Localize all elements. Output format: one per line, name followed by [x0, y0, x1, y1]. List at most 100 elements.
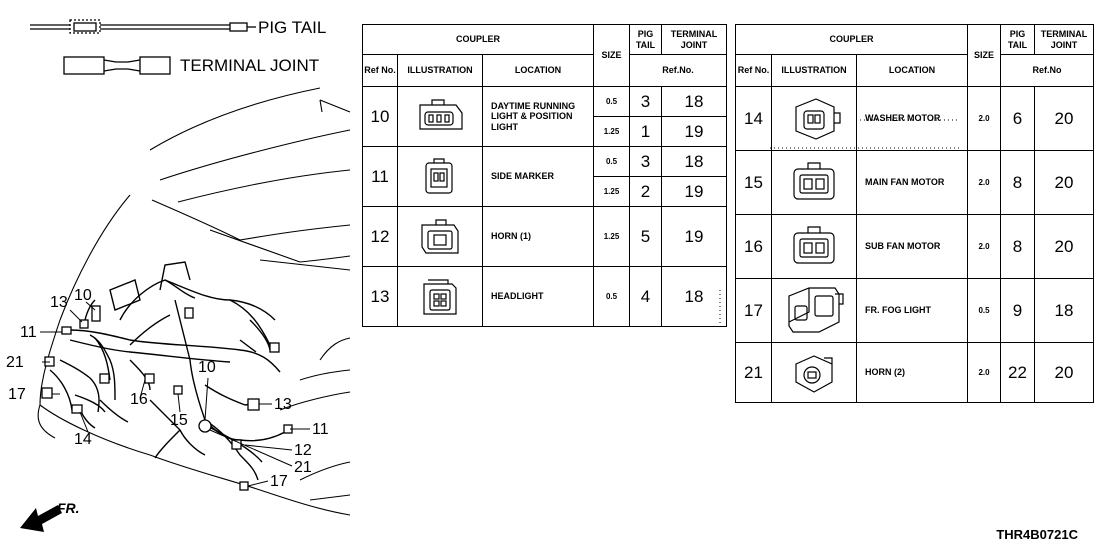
table-row: 21 HORN (2) 2.0 22 20 — [735, 342, 1095, 403]
terminal-joint-value: 19 — [661, 206, 728, 267]
connector-markers — [41, 305, 293, 491]
connector-fan-icon — [771, 150, 857, 215]
front-direction-arrow — [20, 505, 62, 532]
size-value: 2.0 — [967, 86, 1002, 151]
location-text: SUB FAN MOTOR — [855, 214, 969, 279]
callout-10: 10 — [74, 287, 92, 304]
terminal-joint-legend-label: TERMINAL JOINT — [180, 56, 320, 75]
connector-headlight-icon — [397, 266, 483, 327]
pigtail-value: 6 — [1000, 86, 1036, 151]
location-header: LOCATION — [481, 54, 595, 87]
size-value: 1.25 — [593, 176, 631, 207]
callout-21: 21 — [6, 354, 24, 371]
terminal-joint-value: 20 — [1034, 214, 1095, 279]
size-value: 0.5 — [593, 86, 631, 117]
size-header: SIZE — [593, 24, 631, 87]
connector-2pin-icon — [397, 146, 483, 207]
terminal-joint-value: 18 — [1034, 278, 1095, 343]
pigtail-value: 8 — [1000, 214, 1036, 279]
callout-14: 14 — [74, 431, 92, 448]
callout-10b: 10 — [198, 359, 216, 376]
location-text: MAIN FAN MOTOR — [855, 150, 969, 215]
table-row: 10 DAYTIME RUNNING LIGHT & POSITION LIGH… — [362, 86, 728, 147]
terminal-joint-value: 20 — [1034, 342, 1095, 403]
diagram-code: THR4B0721C — [996, 527, 1078, 542]
pigtail-value: 4 — [629, 266, 663, 327]
coupler-table-left: COUPLER SIZE PIG TAIL TERMINAL JOINT Ref… — [361, 24, 728, 327]
location-text: DAYTIME RUNNING LIGHT & POSITION LIGHT — [481, 86, 595, 147]
refno-header: Ref No. — [735, 54, 772, 87]
front-label: FR. — [57, 500, 80, 516]
location-text: WASHER MOTOR — [855, 86, 969, 151]
illustration-header: ILLUSTRATION — [771, 54, 857, 87]
callout-11b: 11 — [312, 421, 329, 438]
connector-round-icon — [397, 206, 483, 267]
ref-number: 17 — [735, 278, 772, 343]
size-value: 2.0 — [967, 214, 1002, 279]
pigtail-header: PIG TAIL — [1000, 24, 1036, 55]
connector-3pin-icon — [397, 86, 483, 147]
pigtail-header: PIG TAIL — [629, 24, 663, 55]
table-row: 17 FR. FOG LIGHT 0.5 9 18 — [735, 278, 1095, 343]
refno-subheader: Ref.No. — [629, 54, 728, 87]
terminal-joint-value: 19 — [661, 176, 728, 207]
size-value: 0.5 — [593, 266, 631, 327]
pigtail-value: 1 — [629, 116, 663, 147]
size-value: 0.5 — [967, 278, 1002, 343]
callout-21b: 21 — [294, 459, 312, 476]
illustration-header: ILLUSTRATION — [397, 54, 483, 87]
location-header: LOCATION — [855, 54, 969, 87]
callout-17: 17 — [8, 386, 26, 403]
size-value: 2.0 — [967, 342, 1002, 403]
callout-13: 13 — [50, 294, 68, 311]
pigtail-value: 2 — [629, 176, 663, 207]
terminal-joint-legend-icon — [63, 56, 171, 75]
connector-horn-icon — [771, 342, 857, 403]
terminal-joint-header: TERMINAL JOINT — [1034, 24, 1095, 55]
ref-number: 15 — [735, 150, 772, 215]
callout-15: 15 — [170, 412, 188, 429]
pigtail-value: 3 — [629, 146, 663, 177]
callout-11: 11 — [20, 324, 37, 341]
ref-number: 10 — [362, 86, 398, 147]
ref-number: 21 — [735, 342, 772, 403]
pigtail-value: 3 — [629, 86, 663, 117]
size-header: SIZE — [967, 24, 1002, 87]
connector-washer-icon — [771, 86, 857, 151]
pigtail-value: 8 — [1000, 150, 1036, 215]
table-row: 15 MAIN FAN MOTOR 2.0 8 20 — [735, 150, 1095, 215]
terminal-joint-value: 18 — [661, 86, 728, 117]
terminal-joint-value: 20 — [1034, 86, 1095, 151]
coupler-header: COUPLER — [361, 24, 595, 55]
table-row: 13 HEADLIGHT 0.5 4 18 — [362, 266, 728, 327]
table-row: 12 HORN (1) 1.25 5 19 — [362, 206, 728, 267]
location-text: HEADLIGHT — [481, 266, 595, 327]
ref-number: 11 — [362, 146, 398, 207]
pigtail-value: 9 — [1000, 278, 1036, 343]
size-value: 0.5 — [593, 146, 631, 177]
ref-number: 13 — [362, 266, 398, 327]
location-text: FR. FOG LIGHT — [855, 278, 969, 343]
terminal-joint-header: TERMINAL JOINT — [661, 24, 728, 55]
size-value: 1.25 — [593, 116, 631, 147]
table-row: 16 SUB FAN MOTOR 2.0 8 20 — [735, 214, 1095, 279]
table-row: 1.25 1 19 — [363, 116, 728, 147]
ref-number: 12 — [362, 206, 398, 267]
size-value: 2.0 — [967, 150, 1002, 215]
table-row: 14 WASHER MOTOR 2.0 6 20 — [735, 86, 1095, 151]
ref-number: 14 — [735, 86, 772, 151]
pigtail-value: 22 — [1000, 342, 1036, 403]
refno-header: Ref No. — [362, 54, 398, 87]
table-row: 11 SIDE MARKER 0.5 3 18 — [362, 146, 728, 207]
terminal-joint-value: 18 — [661, 266, 728, 327]
location-text: HORN (1) — [481, 206, 595, 267]
pigtail-value: 5 — [629, 206, 663, 267]
coupler-table-right: COUPLER SIZE PIG TAIL TERMINAL JOINT Ref… — [734, 24, 1095, 403]
callout-17b: 17 — [270, 473, 288, 490]
callout-13b: 13 — [274, 396, 292, 413]
callout-16: 16 — [130, 391, 148, 408]
car-body-outline — [37, 87, 351, 516]
callout-12: 12 — [294, 442, 312, 459]
refno-subheader: Ref.No — [1000, 54, 1095, 87]
